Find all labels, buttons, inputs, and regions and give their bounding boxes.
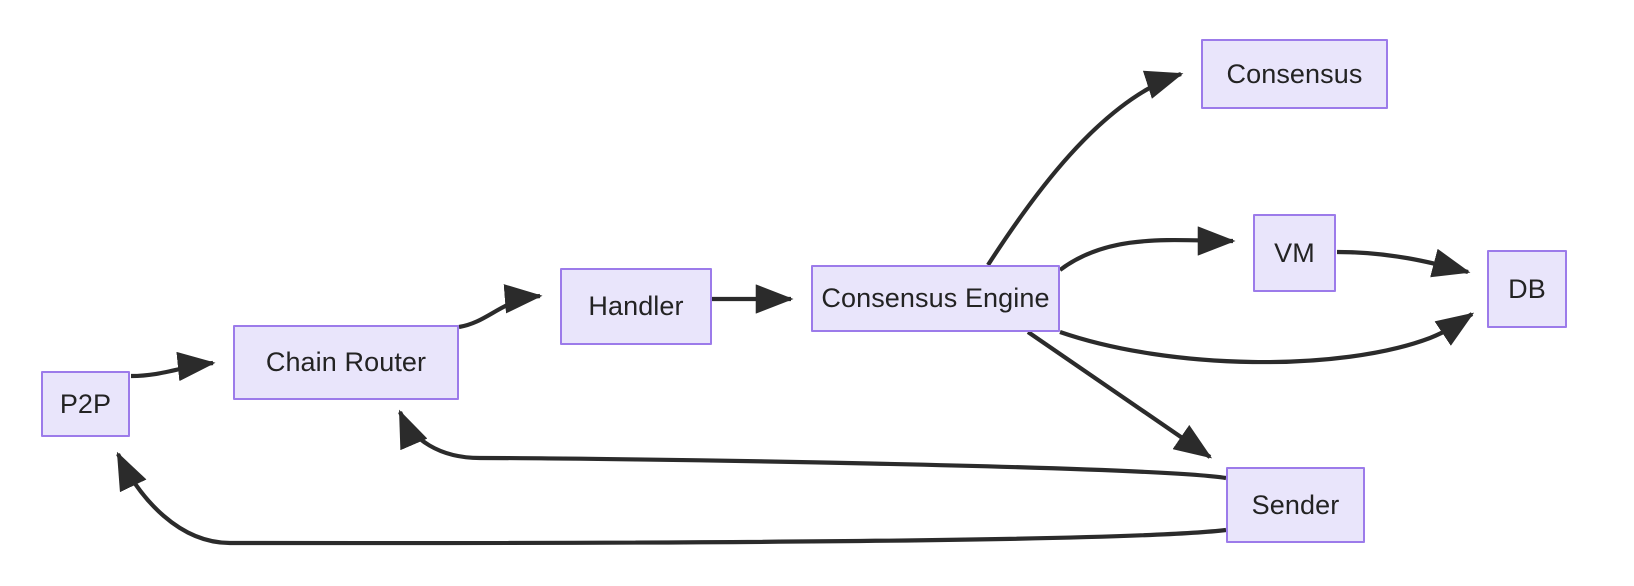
- node-db[interactable]: DB: [1487, 250, 1567, 328]
- node-vm[interactable]: VM: [1253, 214, 1336, 292]
- node-handler-label: Handler: [588, 291, 684, 321]
- edge-consensus-engine-to-vm: [1058, 226, 1236, 272]
- edge-consensus-engine-to-sender: [1026, 330, 1213, 459]
- node-db-label: DB: [1508, 273, 1546, 304]
- node-p2p-label: P2P: [59, 388, 112, 419]
- node-chain-router[interactable]: Chain Router: [233, 325, 459, 400]
- edge-p2p-to-chain-router: [130, 351, 216, 382]
- edge-consensus-engine-to-db: [1059, 312, 1475, 365]
- node-chain-router-label: Chain Router: [265, 347, 427, 377]
- node-consensus-label: Consensus: [1226, 58, 1363, 89]
- edge-sender-to-chain-router: [398, 409, 1227, 481]
- edge-vm-to-db: [1336, 248, 1471, 278]
- node-sender-label: Sender: [1251, 489, 1340, 520]
- node-vm-label: VM: [1274, 237, 1315, 268]
- edge-sender-to-p2p: [116, 451, 1227, 546]
- node-consensus[interactable]: Consensus: [1201, 39, 1388, 109]
- node-consensus-engine[interactable]: Consensus Engine: [811, 265, 1060, 332]
- node-sender[interactable]: Sender: [1226, 467, 1365, 543]
- node-consensus-engine-label: Consensus Engine: [821, 283, 1050, 313]
- node-handler[interactable]: Handler: [560, 268, 712, 345]
- node-p2p[interactable]: P2P: [41, 371, 130, 437]
- edge-chain-router-to-handler: [458, 284, 543, 330]
- edge-consensus-engine-to-consensus: [986, 70, 1184, 267]
